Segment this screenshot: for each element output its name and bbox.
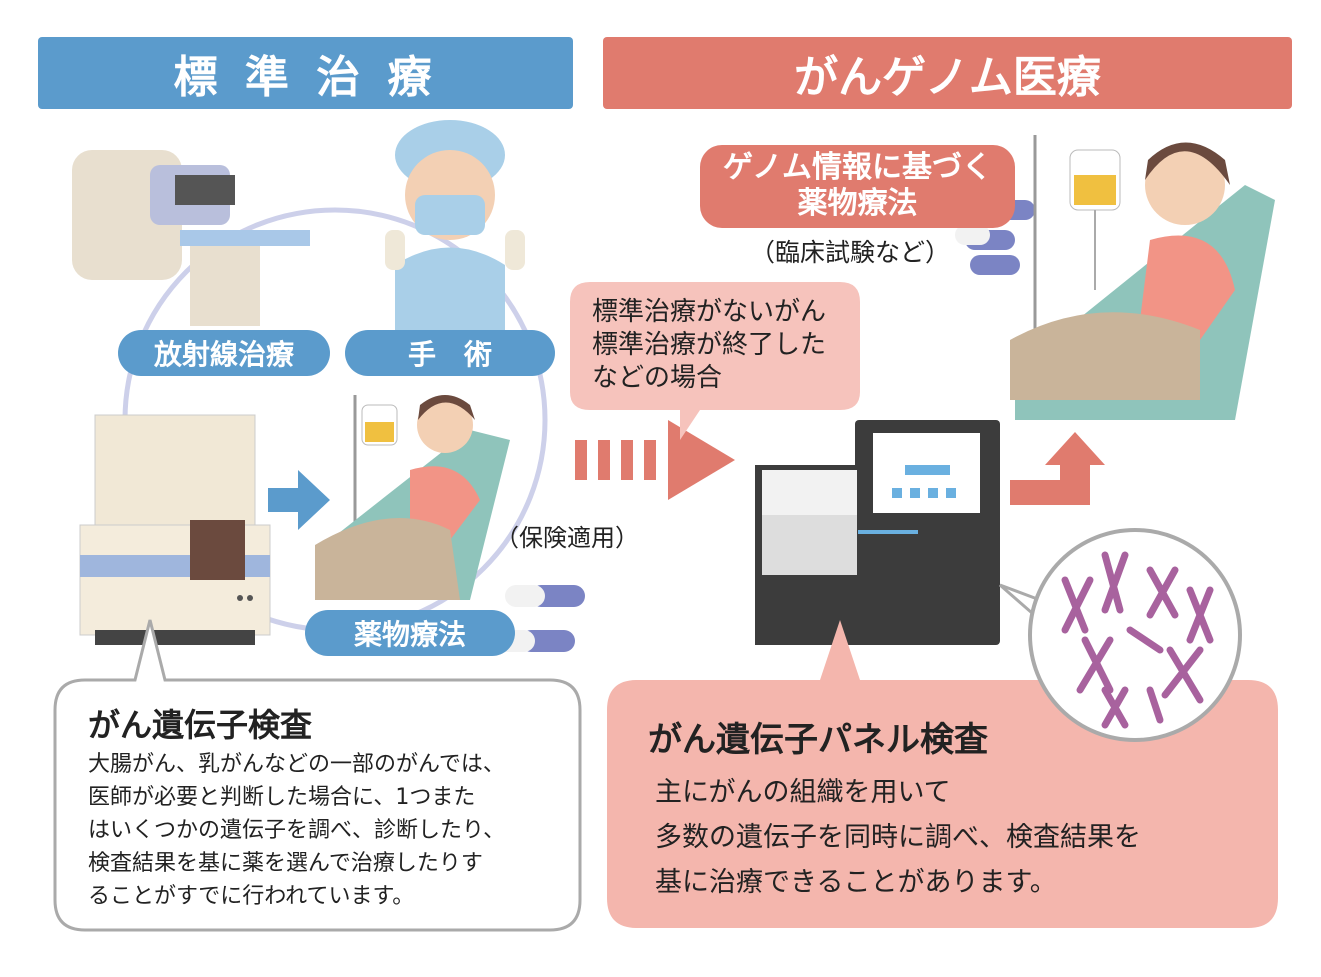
surgery-label: 手 術: [345, 330, 555, 376]
gene-test-box-shape: [53, 619, 582, 932]
chromosome-icons: [1061, 551, 1214, 729]
drug-therapy-label: 薬物療法: [305, 610, 515, 656]
surgeon-illustration: [385, 120, 525, 330]
gene-test-body: 大腸がん、乳がんなどの一部のがんでは、 医師が必要と判断した場合に、1つまた は…: [88, 752, 506, 909]
condition-balloon-shape: [570, 282, 860, 440]
genome-medicine-header: がんゲノム医療: [603, 37, 1292, 109]
genome-drug-title: ゲノム情報に基づく 薬物療法: [700, 150, 1015, 222]
genome-drug-title-line2: 薬物療法: [797, 186, 918, 221]
patient-large-illustration: [1010, 135, 1275, 420]
radiation-machine-illustration: [72, 150, 310, 326]
curved-arrow-icon: [1010, 432, 1105, 505]
gene-sequencer-illustration: [755, 420, 1000, 645]
chromosome-bubble: [999, 528, 1242, 742]
blue-arrow-icon: [268, 470, 330, 530]
condition-text: 標準治療がないがん 標準治療が終了した などの場合: [592, 297, 827, 393]
gene-test-title: がん遺伝子検査: [88, 706, 313, 744]
panel-test-title: がん遺伝子パネル検査: [648, 720, 988, 760]
dashed-arrow-icon: [575, 420, 735, 500]
gene-test-machine-illustration: [79, 414, 271, 645]
clinical-trial-note: （臨床試験など）: [750, 238, 951, 267]
genome-drug-bubble: [700, 145, 1015, 228]
standard-treatment-header: 標 準 治 療: [38, 37, 573, 109]
insurance-note: （保険適用）: [495, 524, 639, 552]
genome-drug-title-line1: ゲノム情報に基づく: [722, 150, 993, 185]
patient-small-illustration: [315, 395, 510, 600]
radiation-therapy-label: 放射線治療: [118, 330, 330, 376]
panel-test-body: 主にがんの組織を用いて 多数の遺伝子を同時に調べ、検査結果を 基に治療できること…: [655, 777, 1141, 898]
